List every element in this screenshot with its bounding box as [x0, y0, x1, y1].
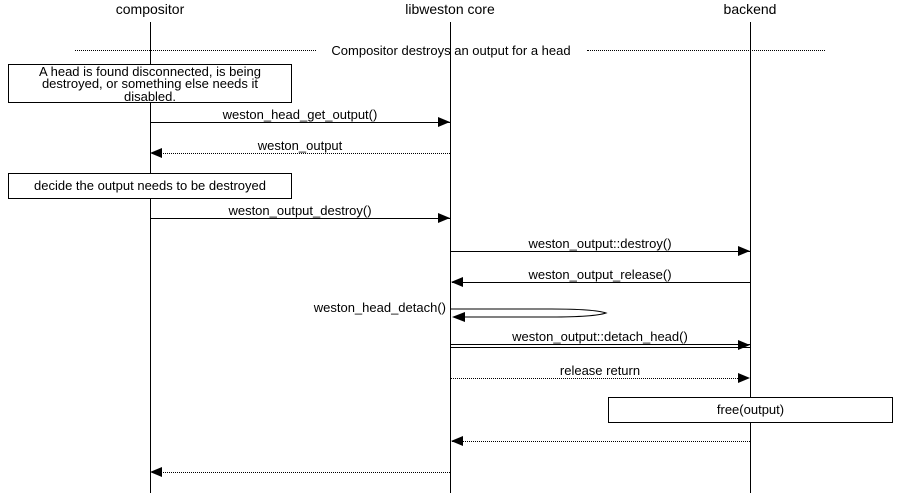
- self-call-loop: [451, 308, 608, 322]
- message-line: [450, 344, 750, 348]
- participant-label-compositor: compositor: [115, 1, 185, 17]
- divider-label: Compositor destroys an output for a head: [331, 43, 571, 58]
- arrowhead-right-icon: [738, 246, 750, 256]
- message-label: release return: [559, 363, 641, 378]
- message-label: weston_output_destroy(): [228, 203, 372, 218]
- note-free-output: free(output): [608, 397, 893, 423]
- note-line: destroyed, or something else needs it: [41, 76, 259, 92]
- arrowhead-right-icon: [738, 373, 750, 383]
- note-text: decide the output needs to be destroyed: [33, 178, 266, 193]
- message-line: [152, 153, 450, 154]
- participant-label-backend: backend: [723, 1, 777, 17]
- message-label: weston_output_release(): [528, 267, 672, 282]
- divider-line-left: [75, 50, 316, 51]
- message-line: [152, 472, 450, 473]
- note-decide-destroy: decide the output needs to be destroyed: [8, 173, 292, 199]
- message-line: [150, 218, 450, 219]
- arrowhead-right-icon: [738, 340, 750, 350]
- divider-line-right: [587, 50, 825, 51]
- note-line: A head is found disconnected, is being: [39, 64, 261, 79]
- arrowhead-right-icon: [438, 213, 450, 223]
- arrowhead-left-icon: [451, 277, 463, 287]
- message-line: [450, 378, 738, 379]
- note-head-disconnected: A head is found disconnected, is being d…: [8, 64, 292, 103]
- lifeline-libweston-core: [450, 22, 451, 493]
- message-line: [450, 251, 750, 252]
- message-line: [452, 441, 750, 442]
- message-label: weston_output::destroy(): [528, 236, 672, 251]
- message-line: [452, 282, 750, 283]
- message-line: [150, 122, 450, 123]
- lifeline-compositor: [150, 22, 151, 493]
- arrowhead-right-icon: [438, 117, 450, 127]
- note-line: disabled.: [123, 88, 177, 104]
- arrowhead-left-icon: [452, 312, 465, 322]
- arrowhead-left-icon: [150, 148, 162, 158]
- note-text: free(output): [716, 402, 785, 417]
- participant-label-libweston-core: libweston core: [405, 1, 495, 17]
- arrowhead-left-icon: [150, 467, 162, 477]
- message-label: weston_head_get_output(): [222, 107, 378, 122]
- lifeline-backend: [750, 22, 751, 493]
- message-label: weston_output::detach_head(): [512, 329, 688, 344]
- message-label: weston_head_detach(): [313, 300, 446, 315]
- message-label: weston_output: [257, 138, 343, 153]
- arrowhead-left-icon: [451, 436, 463, 446]
